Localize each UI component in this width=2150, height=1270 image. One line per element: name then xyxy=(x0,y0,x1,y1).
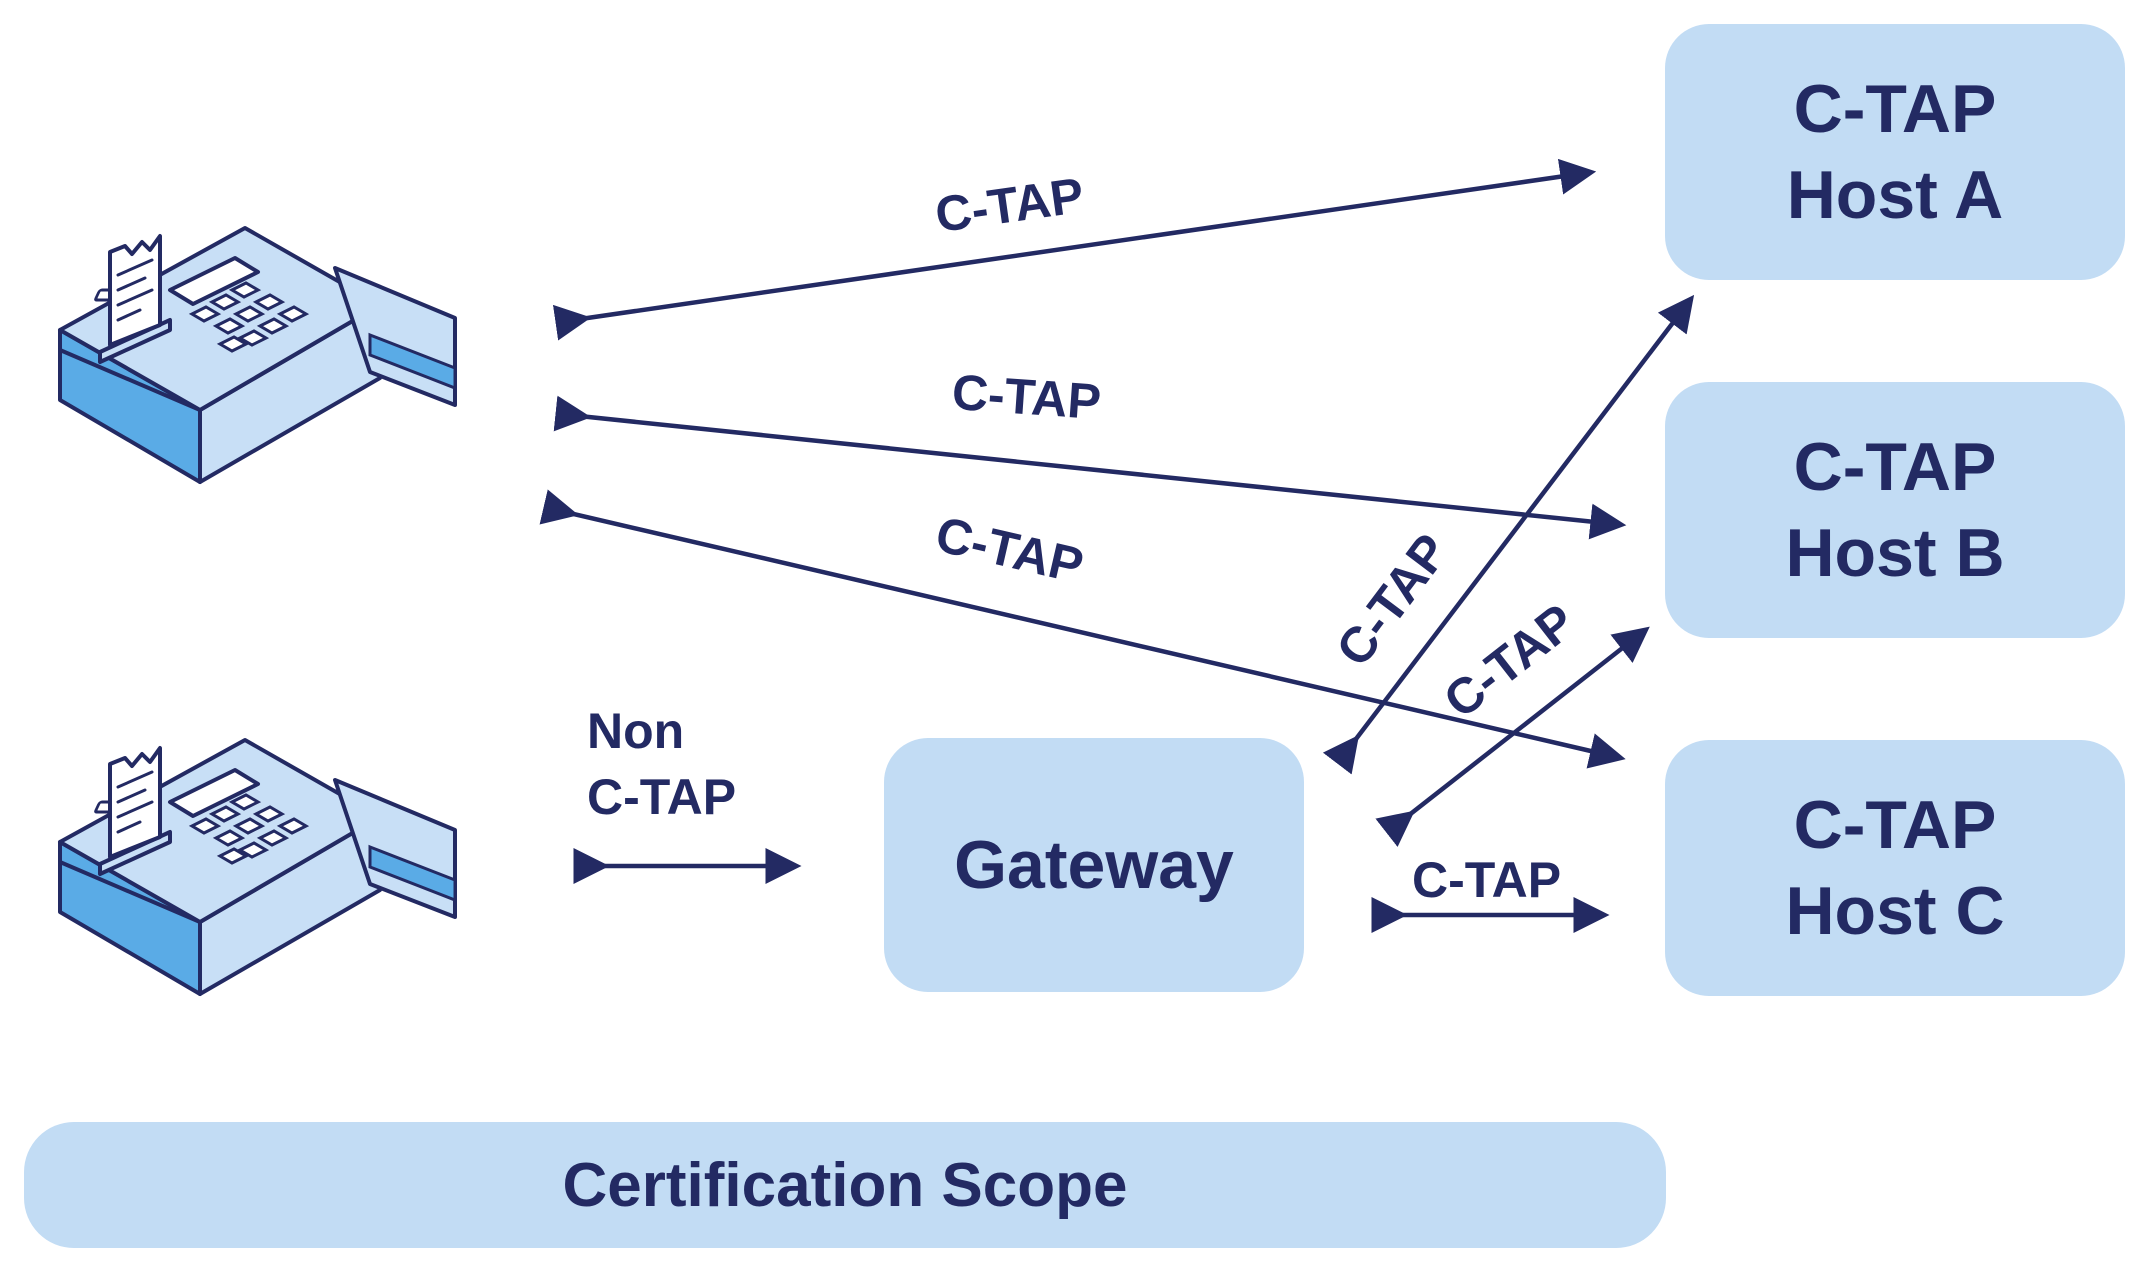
arrow-gateway-host-b xyxy=(1375,626,1650,847)
label-terminal-host-b: C-TAP xyxy=(950,363,1103,431)
host-a-line2: Host A xyxy=(1786,157,2004,233)
arrow-terminal-host-a xyxy=(552,158,1597,341)
label-terminal-gateway-line2: C-TAP xyxy=(587,769,737,825)
certification-scope-box: Certification Scope xyxy=(24,1122,1666,1248)
host-a-box: C-TAP Host A xyxy=(1665,24,2125,280)
host-c-line2: Host C xyxy=(1785,873,2005,949)
host-a-line1: C-TAP xyxy=(1793,71,1997,147)
gateway-box: Gateway xyxy=(884,738,1304,992)
payment-terminal-icon xyxy=(58,738,457,996)
certification-scope-label: Certification Scope xyxy=(562,1150,1128,1220)
label-terminal-gateway-line1: Non xyxy=(587,703,685,759)
host-b-box: C-TAP Host B xyxy=(1665,382,2125,638)
arrow-terminal-host-b xyxy=(553,395,1627,540)
host-b-line2: Host B xyxy=(1785,515,2005,591)
host-b-line1: C-TAP xyxy=(1793,429,1997,505)
label-gateway-host-c: C-TAP xyxy=(1412,852,1562,908)
host-c-box: C-TAP Host C xyxy=(1665,740,2125,996)
payment-terminal-icon xyxy=(58,226,457,484)
gateway-label: Gateway xyxy=(954,827,1234,903)
host-c-line1: C-TAP xyxy=(1793,787,1997,863)
